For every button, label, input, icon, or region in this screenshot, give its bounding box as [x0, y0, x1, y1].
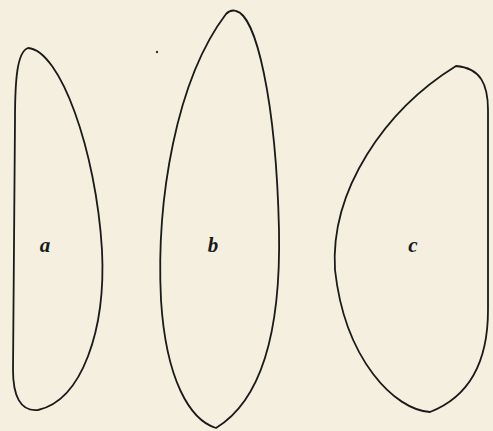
outline-shape	[6, 42, 110, 416]
grain-outline: c	[328, 62, 492, 416]
grain-outline: b	[152, 8, 284, 431]
grain-outline: a	[6, 42, 110, 416]
outline-path	[13, 48, 102, 410]
shape-letter: c	[408, 233, 417, 258]
shape-letter: b	[208, 233, 219, 258]
ink-dot	[156, 51, 158, 53]
outline-shape	[152, 8, 284, 431]
shape-letter: a	[40, 233, 51, 258]
outline-path	[160, 11, 279, 428]
outline-path	[335, 66, 488, 412]
